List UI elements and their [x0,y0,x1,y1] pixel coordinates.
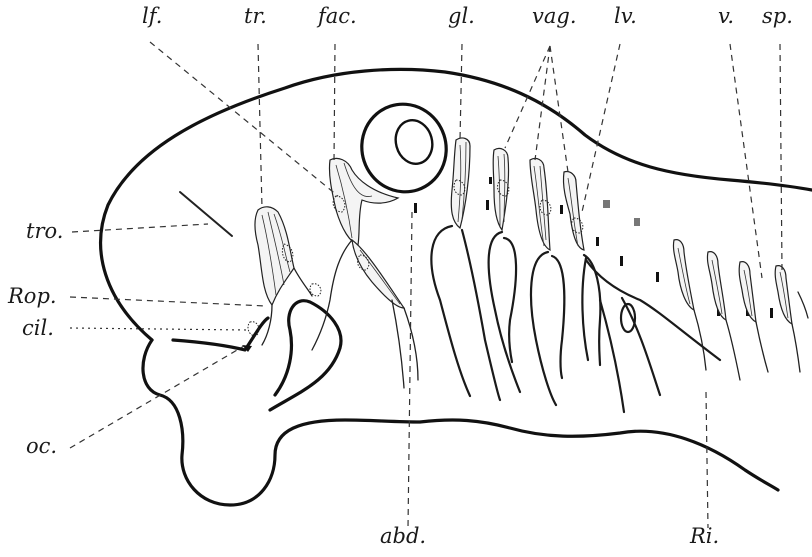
label-v: v. [718,6,734,27]
pharyngeal-contour [270,301,341,410]
label-lf: lf. [142,6,162,27]
label-rop: Rop. [8,286,57,307]
spinal-nerves [673,240,808,380]
label-ri: Ri. [690,526,719,547]
trigeminal-nerve [242,207,312,352]
label-vag: vag. [532,6,577,27]
ventral-contour [143,340,778,505]
label-fac: fac. [318,6,357,27]
label-gl: gl. [448,6,475,27]
label-tro: tro. [26,221,63,242]
label-lv: lv. [614,6,637,27]
embryo-outline [101,69,812,505]
optic-contour [173,318,268,350]
label-cil: cil. [22,318,54,339]
leader-lines [70,42,782,528]
label-sp: sp. [762,6,793,27]
label-oc: oc. [26,436,57,457]
vesicle-inner [391,116,437,168]
label-tr: tr. [244,6,267,27]
label-abd: abd. [380,526,426,547]
